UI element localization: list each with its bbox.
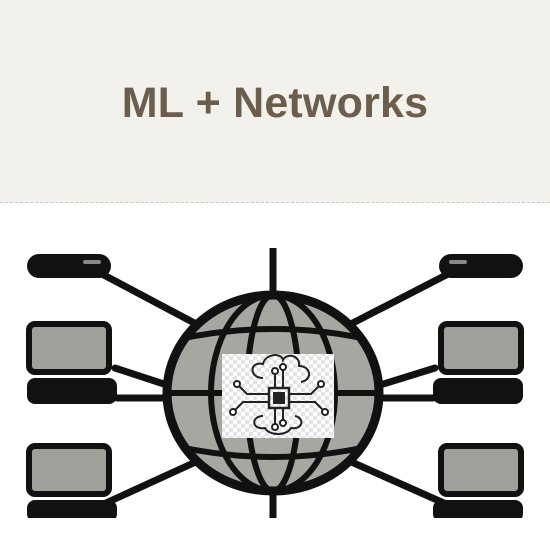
monitor-icon-bottom-right [433,443,524,518]
keyboard-icon-top-right [439,254,523,278]
monitor-icon-left [26,321,112,375]
card-title: ML + Networks [121,78,429,127]
card-header: ML + Networks [0,0,550,203]
network-illustration [25,248,525,518]
monitor-icon-right [438,321,524,375]
monitor-icon-bottom-left [26,443,117,518]
network-globe-ai-chip-icon [26,248,524,518]
ai-chip-icon [222,354,334,438]
keyboard-icon-mid-left [27,378,117,404]
keyboard-icon-mid-right [433,378,523,404]
keyboard-icon-top-left [27,254,111,278]
